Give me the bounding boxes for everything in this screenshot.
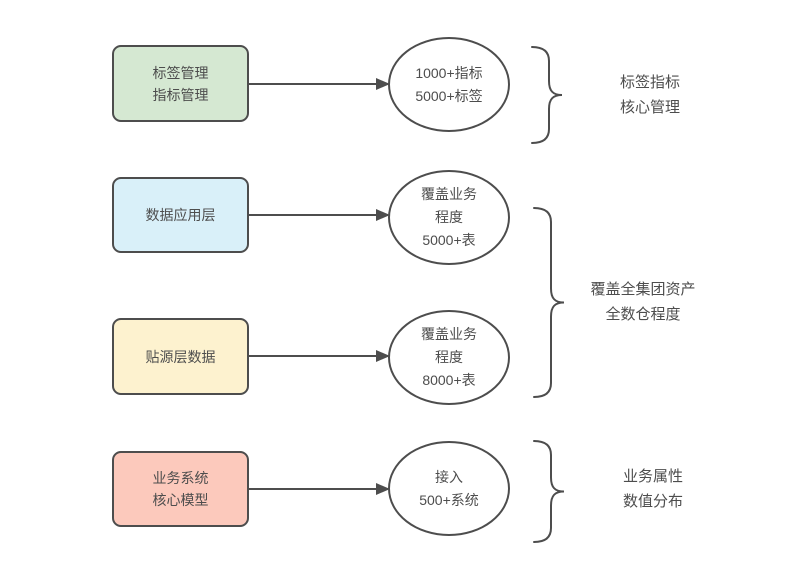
ellipse-tag-metric-stats: 1000+指标 5000+标签 xyxy=(388,37,510,132)
ellipse-app-layer-coverage: 覆盖业务 程度 5000+表 xyxy=(388,170,510,265)
brace-label-tag-metric-core: 标签指标 核心管理 xyxy=(619,74,680,116)
connector-arrow-icon xyxy=(249,209,390,221)
curly-brace-icon xyxy=(533,207,565,398)
connector-arrow-icon xyxy=(249,78,390,90)
connector-arrow-icon xyxy=(249,483,390,495)
brace-label-group-warehouse-coverage: 覆盖全集团资产 全数仓程度 xyxy=(590,281,696,323)
curly-brace-icon xyxy=(531,46,563,144)
box-data-app-layer: 数据应用层 xyxy=(112,177,249,253)
ellipse-ods-coverage: 覆盖业务 程度 8000+表 xyxy=(388,310,510,405)
brace-label-business-attr-distribution: 业务属性 数值分布 xyxy=(622,468,683,510)
ellipse-system-access: 接入 500+系统 xyxy=(388,441,510,536)
box-tag-metric-mgmt: 标签管理 指标管理 xyxy=(112,45,249,122)
box-business-system-core-model: 业务系统 核心模型 xyxy=(112,451,249,527)
curly-brace-icon xyxy=(533,440,565,543)
box-ods-layer-data: 贴源层数据 xyxy=(112,318,249,395)
connector-arrow-icon xyxy=(249,350,390,362)
